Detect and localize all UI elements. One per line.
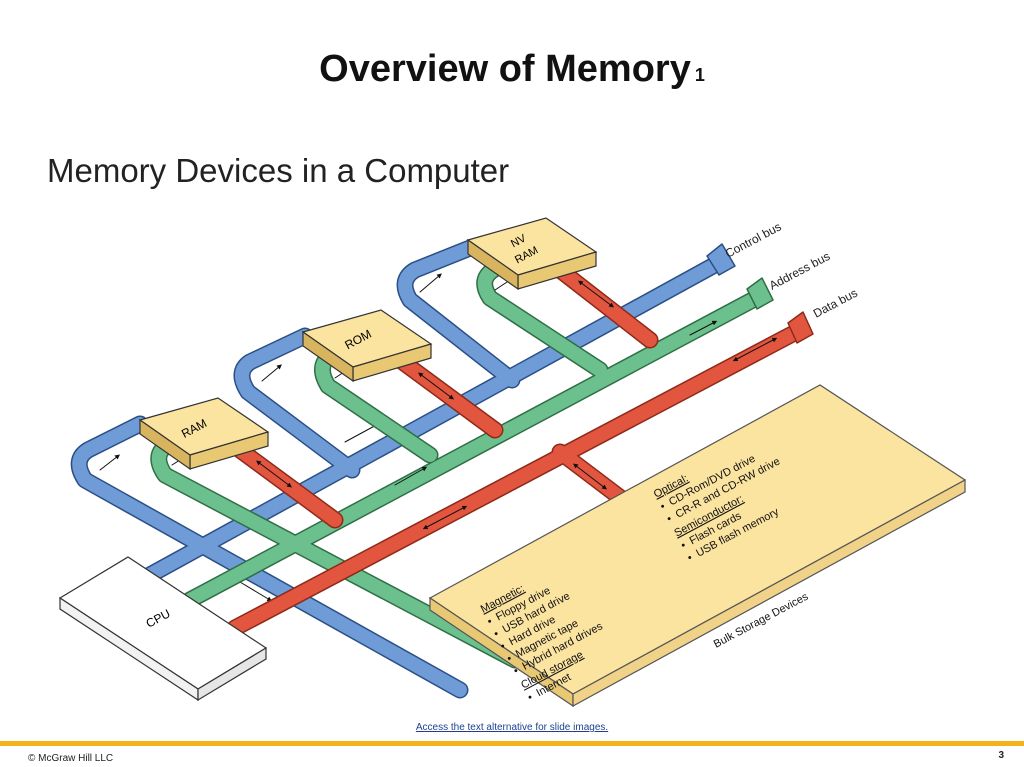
control-bus-arrow-icon	[261, 364, 282, 382]
bullet-icon: •	[679, 539, 688, 551]
footer-copyright: © McGraw Hill LLC	[28, 753, 114, 764]
data-bus	[226, 261, 814, 637]
rom-chip: ROM	[301, 309, 433, 383]
slide-title-number: 1	[694, 65, 705, 85]
bullet-icon: •	[512, 665, 521, 677]
nv-ram-chip: NV RAM	[466, 217, 598, 291]
slide-subtitle: Memory Devices in a Computer	[47, 152, 510, 189]
bullet-icon: •	[492, 628, 501, 640]
bullet-icon: •	[498, 640, 507, 652]
address-bus-arrow-icon	[689, 320, 718, 336]
control-bus-arrow-icon	[419, 273, 442, 293]
data-bus-arrow-icon	[732, 337, 778, 362]
address-bus-label: Address bus	[767, 249, 832, 293]
control-bus-arrow-icon	[99, 454, 120, 471]
data-bus-arrow-icon	[573, 463, 607, 490]
ram-chip: RAM	[138, 397, 270, 471]
data-bus-arrow-icon	[422, 505, 468, 530]
control-bus-arrow-end-icon	[706, 243, 736, 276]
bulk-storage-panel: Magnetic: •Floppy drive •USB hard drive …	[428, 384, 967, 708]
page-number: 3	[998, 750, 1004, 761]
control-bus-label: Control bus	[723, 219, 784, 260]
bullet-icon: •	[526, 691, 535, 703]
data-bus-arrow-icon	[578, 280, 614, 308]
data-bus-arrow-icon	[418, 372, 454, 400]
data-bus-arrow-end-icon	[787, 311, 814, 344]
data-bus-label: Data bus	[811, 286, 860, 321]
bullet-icon: •	[686, 552, 695, 564]
bullet-icon: •	[485, 616, 494, 628]
data-bus-arrow-icon	[256, 460, 292, 488]
address-bus-arrow-icon	[394, 466, 428, 486]
control-bus-arrow-icon	[239, 581, 273, 602]
bullet-icon: •	[658, 501, 667, 513]
slide-title-text: Overview of Memory	[319, 48, 691, 90]
text-alternative-link[interactable]: Access the text alternative for slide im…	[415, 722, 609, 733]
bullet-icon: •	[665, 513, 674, 525]
bullet-icon: •	[505, 653, 514, 665]
address-bus-arrow-end-icon	[746, 277, 774, 310]
footer-divider	[0, 741, 1024, 746]
cpu-box: CPU	[58, 556, 268, 702]
